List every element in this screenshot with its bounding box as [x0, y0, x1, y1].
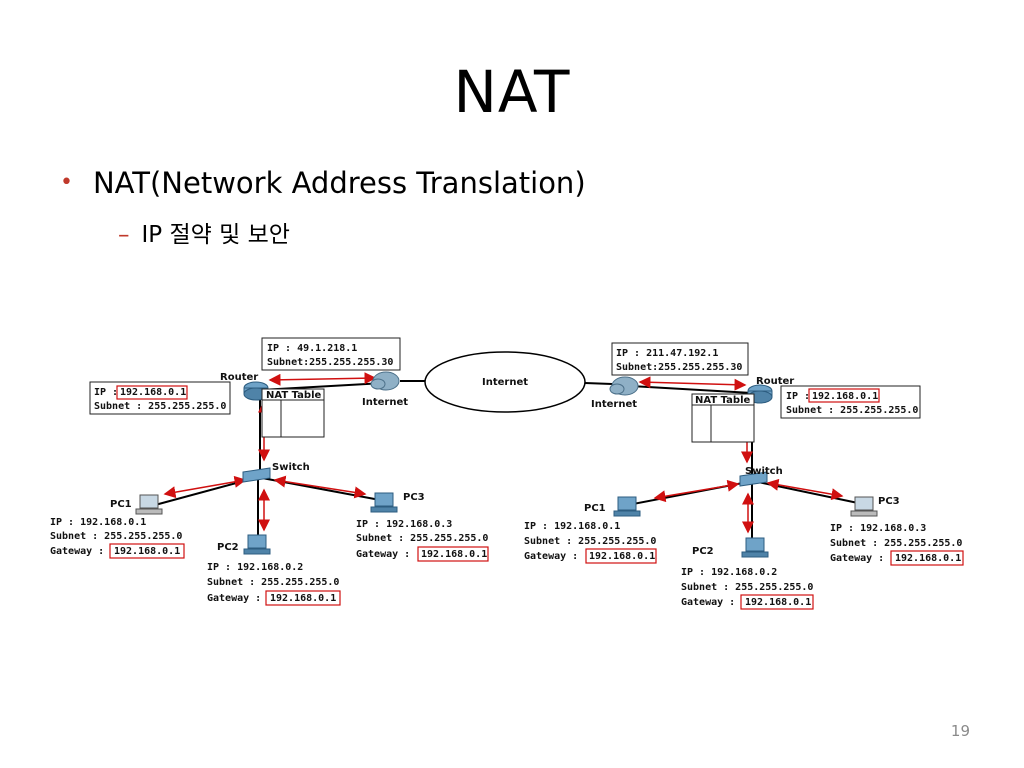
- left-pc1-gateway: 192.168.0.1: [114, 546, 180, 557]
- right-pc3-ip: IP : 192.168.0.3: [830, 523, 926, 534]
- right-switch-label: Switch: [745, 466, 783, 477]
- left-lan-ip-prefix: IP :: [94, 387, 118, 398]
- internet-node: Internet: [424, 351, 586, 413]
- right-network: IP : 211.47.192.1 Subnet:255.255.255.30 …: [524, 342, 964, 610]
- internet-label: Internet: [482, 377, 528, 388]
- left-nat-table-label: NAT Table: [266, 390, 322, 401]
- sub-bullet-text: IP 절약 및 보안: [141, 222, 290, 248]
- left-router-ip: IP : 49.1.218.1: [267, 343, 357, 354]
- right-pc1-gateway: 192.168.0.1: [589, 551, 655, 562]
- sub-bullet-item: –IP 절약 및 보안: [118, 215, 290, 249]
- right-lan-ip-prefix: IP :: [786, 391, 810, 402]
- right-router-ip: IP : 211.47.192.1: [616, 348, 718, 359]
- left-pc3-gateway: 192.168.0.1: [421, 549, 487, 560]
- bullet-item: • NAT(Network Address Translation): [60, 166, 586, 200]
- right-pc2-gateway: 192.168.0.1: [745, 597, 811, 608]
- left-pc3-name: PC3: [403, 492, 425, 503]
- left-pc1-subnet: Subnet : 255.255.255.0: [50, 531, 182, 542]
- left-switch-label: Switch: [272, 462, 310, 473]
- left-pc3-gw-prefix: Gateway :: [356, 549, 410, 560]
- right-pc2-gw-prefix: Gateway :: [681, 597, 735, 608]
- left-router-label: Router: [220, 372, 258, 383]
- dash-icon: –: [118, 222, 130, 248]
- right-pc1-subnet: Subnet : 255.255.255.0: [524, 536, 656, 547]
- right-pc2-subnet: Subnet : 255.255.255.0: [681, 582, 813, 593]
- left-pc1-name: PC1: [110, 499, 132, 510]
- right-lan-ip: 192.168.0.1: [812, 391, 878, 402]
- right-pc3-gw-prefix: Gateway :: [830, 553, 884, 564]
- switch-icon: [242, 467, 271, 483]
- pc-icon: [613, 496, 641, 517]
- left-pc2-ip: IP : 192.168.0.2: [207, 562, 303, 573]
- right-lan-subnet: Subnet : 255.255.255.0: [786, 405, 918, 416]
- pc-icon: [243, 534, 271, 555]
- left-pc2-subnet: Subnet : 255.255.255.0: [207, 577, 339, 588]
- left-pc2-name: PC2: [217, 542, 239, 553]
- right-pc1-gw-prefix: Gateway :: [524, 551, 578, 562]
- pc-icon: [741, 537, 769, 558]
- bullet-text: NAT(Network Address Translation): [92, 166, 586, 200]
- pc-icon: [135, 494, 163, 515]
- right-cloud-label: Internet: [591, 399, 637, 410]
- page-number: 19: [950, 722, 970, 740]
- left-network: IP : 49.1.218.1 Subnet:255.255.255.30 IP…: [50, 337, 489, 606]
- right-router-label: Router: [756, 376, 794, 387]
- left-pc2-gw-prefix: Gateway :: [207, 593, 261, 604]
- right-pc3-gateway: 192.168.0.1: [895, 553, 961, 564]
- left-cloud-label: Internet: [362, 397, 408, 408]
- left-pc1-ip: IP : 192.168.0.1: [50, 517, 146, 528]
- right-router-subnet: Subnet:255.255.255.30: [616, 362, 742, 373]
- left-lan-ip: 192.168.0.1: [120, 387, 186, 398]
- left-router-subnet: Subnet:255.255.255.30: [267, 357, 393, 368]
- cloud-icon: [609, 376, 639, 396]
- left-lan-subnet: Subnet : 255.255.255.0: [94, 401, 226, 412]
- pc-icon: [370, 492, 398, 513]
- right-pc1-name: PC1: [584, 503, 606, 514]
- right-pc2-ip: IP : 192.168.0.2: [681, 567, 777, 578]
- left-pc3-ip: IP : 192.168.0.3: [356, 519, 452, 530]
- left-pc2-gateway: 192.168.0.1: [270, 593, 336, 604]
- slide-title: NAT: [453, 58, 571, 126]
- left-pc3-subnet: Subnet : 255.255.255.0: [356, 533, 488, 544]
- switch-icon: [739, 471, 768, 487]
- right-pc1-ip: IP : 192.168.0.1: [524, 521, 620, 532]
- bullet-dot-icon: •: [60, 170, 73, 195]
- right-pc2-name: PC2: [692, 546, 714, 557]
- pc-icon: [850, 496, 878, 517]
- left-pc1-gw-prefix: Gateway :: [50, 546, 104, 557]
- right-nat-table-label: NAT Table: [695, 395, 751, 406]
- cloud-icon: [370, 371, 400, 391]
- right-pc3-name: PC3: [878, 496, 900, 507]
- right-pc3-subnet: Subnet : 255.255.255.0: [830, 538, 962, 549]
